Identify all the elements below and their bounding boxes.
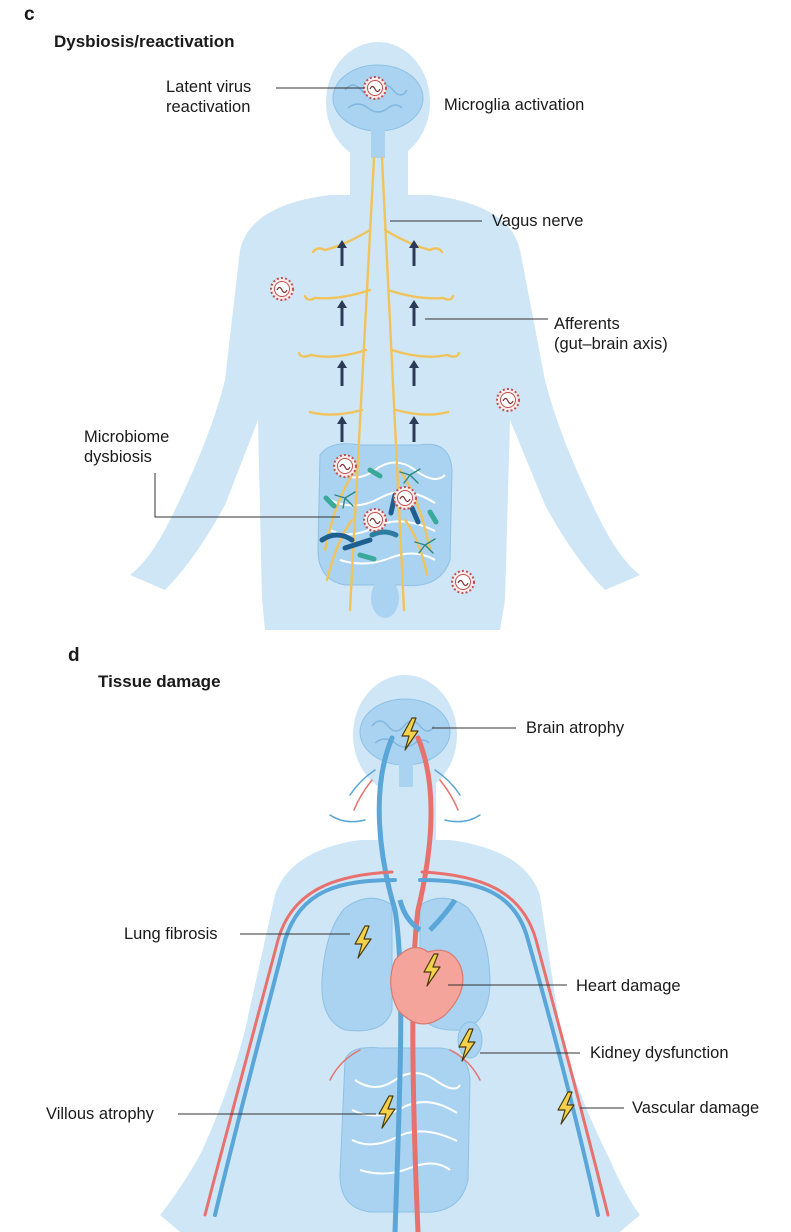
panel-c: c Dysbiosis/reactivation Latent virus re… [0, 0, 791, 630]
panel-d-title: Tissue damage [98, 672, 221, 692]
label-brain-atrophy: Brain atrophy [526, 718, 624, 738]
label-microbiome: Microbiome dysbiosis [84, 427, 169, 467]
panel-d-letter: d [68, 645, 80, 667]
label-heart-damage: Heart damage [576, 976, 681, 996]
label-vascular-damage: Vascular damage [632, 1098, 759, 1118]
label-microglia: Microglia activation [444, 95, 584, 115]
panel-c-letter: c [24, 4, 35, 26]
label-villous-atrophy: Villous atrophy [46, 1104, 154, 1124]
label-afferents: Afferents (gut–brain axis) [554, 314, 668, 354]
panel-d-illustration [0, 640, 791, 1232]
label-latent-virus: Latent virus reactivation [166, 77, 251, 117]
label-lung-fibrosis: Lung fibrosis [124, 924, 218, 944]
panel-c-title: Dysbiosis/reactivation [54, 32, 234, 52]
label-kidney-dysfunction: Kidney dysfunction [590, 1043, 729, 1063]
panel-c-illustration [0, 0, 791, 630]
panel-d: d Tissue damage Brain atrophy Lung fibro… [0, 640, 791, 1232]
label-vagus-nerve: Vagus nerve [492, 211, 583, 231]
